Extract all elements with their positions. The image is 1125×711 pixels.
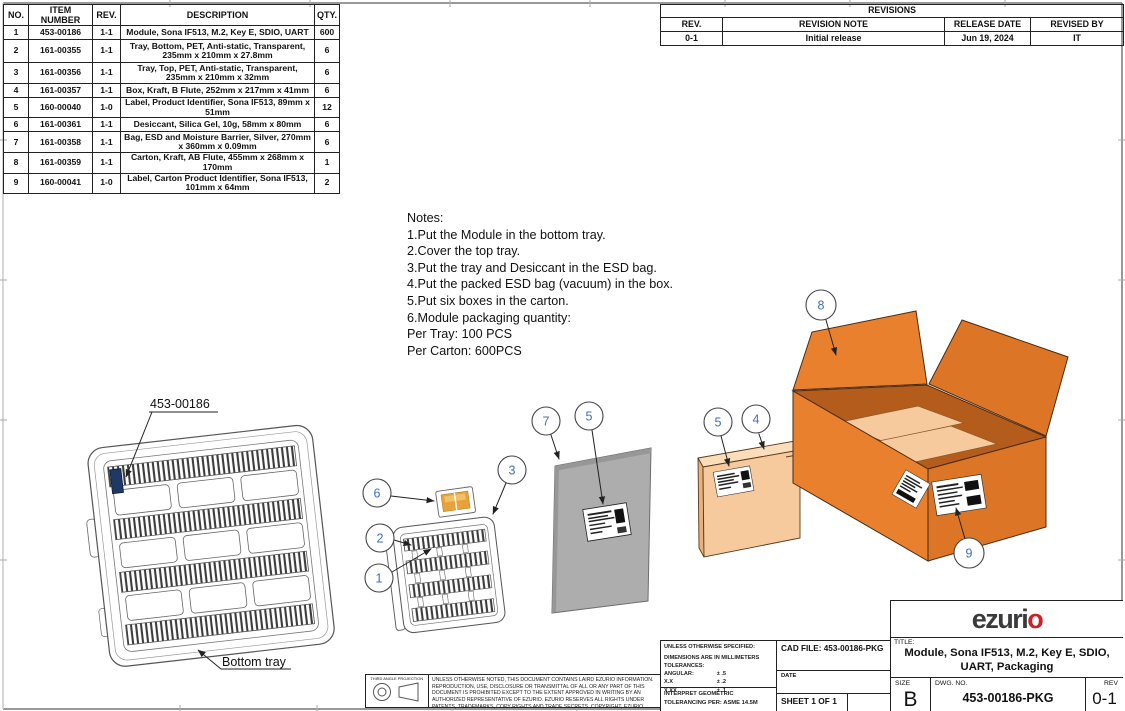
callout-balloons: 6 2 1 3 7	[362, 289, 985, 593]
notes-line: 1.Put the Module in the bottom tray.	[407, 227, 606, 242]
size-value: B	[903, 688, 918, 711]
svg-text:5: 5	[586, 410, 593, 424]
top-tray-drawing	[384, 516, 506, 634]
revision-row: 0-1 Initial release Jun 19, 2024 IT	[660, 31, 1125, 46]
notes-line: 2.Cover the top tray.	[407, 244, 521, 259]
title-label: TITLE:	[894, 639, 915, 646]
carton-drawing	[791, 310, 1069, 562]
bottom-tray-drawing	[86, 424, 335, 667]
box-drawing	[697, 440, 801, 558]
callout-2: 2	[365, 523, 412, 553]
svg-text:9: 9	[966, 547, 973, 561]
col-desc: DESCRIPTION	[120, 3, 315, 27]
spec-line: UNLESS OTHERWISE SPECIFIED:	[664, 644, 755, 650]
part-number-label: 453-00186	[150, 397, 210, 411]
callout-6: 6	[362, 478, 435, 508]
notes-line: Per Tray: 100 PCS	[407, 327, 512, 342]
cad-file-cell: CAD FILE: 453-00186-PKG	[777, 641, 891, 671]
drawing-title: Module, Sona IF513, M.2, Key E, SDIO, UA…	[904, 647, 1110, 673]
spec-line: TOLERANCES:	[664, 663, 705, 670]
projection-symbol-cell: THIRD ANGLE PROJECTION	[366, 675, 429, 707]
callout-8: 8	[805, 289, 838, 356]
parts-table-header: NO. ITEM NUMBER REV. DESCRIPTION QTY.	[3, 3, 340, 27]
dwg-no-cell: DWG. NO. 453-00186-PKG	[931, 678, 1086, 711]
notes-line: 4.Put the packed ESD bag (vacuum) in the…	[407, 277, 674, 292]
carton-front-label	[931, 473, 987, 517]
revisions-header: REV. REVISION NOTE RELEASE DATE REVISED …	[660, 17, 1125, 32]
rev-value: 0-1	[1092, 689, 1117, 708]
notes-line: 6.Module packaging quantity:	[407, 310, 571, 325]
esd-bag-drawing	[551, 447, 652, 614]
sheet-cell: SHEET 1 OF 1	[777, 694, 891, 711]
col-no: NO.	[3, 3, 29, 27]
notes-line: Notes:	[407, 211, 444, 225]
part-number-callout: 453-00186	[125, 397, 218, 478]
third-angle-projection-icon	[373, 682, 419, 702]
sheet-number: SHEET 1 OF 1	[777, 694, 848, 711]
svg-text:1: 1	[376, 572, 383, 586]
svg-text:6: 6	[374, 487, 381, 501]
col-rev: REV.	[92, 3, 121, 27]
notes-line: Per Carton: 600PCS	[407, 343, 522, 358]
size-cell: SIZE B	[891, 678, 931, 711]
callout-4: 4	[741, 404, 771, 450]
date-cell: DATE	[777, 671, 891, 694]
rev-cell: REV 0-1	[1086, 678, 1123, 711]
notes-line: 5.Put six boxes in the carton.	[407, 293, 569, 308]
dwg-number: 453-00186-PKG	[962, 691, 1054, 705]
svg-text:4: 4	[753, 413, 760, 427]
projection-label: THIRD ANGLE PROJECTION	[370, 676, 424, 681]
logo-accent-o: o	[1027, 603, 1044, 634]
bottom-tray-callout: Bottom tray	[197, 649, 291, 670]
box-label	[712, 465, 755, 498]
bottom-tray-label: Bottom tray	[222, 655, 287, 669]
col-item: ITEM NUMBER	[28, 3, 93, 27]
carton-side-label	[891, 469, 931, 509]
tolerance-xx: X.X± .2	[664, 679, 726, 686]
tolerance-spec-cell: UNLESS OTHERWISE SPECIFIED: DIMENSIONS A…	[661, 641, 776, 694]
tolerance-block: UNLESS OTHERWISE SPECIFIED: DIMENSIONS A…	[660, 640, 891, 711]
revisions-title: REVISIONS	[659, 4, 1125, 18]
logo-cell: ezurio	[891, 601, 1123, 638]
title-block: ezurio TITLE: Module, Sona IF513, M.2, K…	[890, 600, 1123, 711]
col-qty: QTY.	[314, 3, 340, 27]
interpret-cell: INTERPRET GEOMETRIC TOLERANCING PER: ASM…	[664, 691, 758, 706]
svg-text:7: 7	[543, 415, 550, 429]
svg-text:2: 2	[377, 532, 384, 546]
callout-3: 3	[492, 455, 527, 515]
legal-text: UNLESS OTHERWISE NOTED, THIS DOCUMENT CO…	[432, 677, 654, 711]
esd-bag-label	[582, 502, 632, 542]
desiccant-drawing	[435, 486, 476, 518]
ezurio-logo: ezurio	[971, 603, 1044, 634]
callout-5-box: 5	[703, 407, 733, 467]
notes-line: 3.Put the tray and Desiccant in the ESD …	[407, 260, 657, 275]
title-cell: TITLE: Module, Sona IF513, M.2, Key E, S…	[891, 638, 1123, 678]
notes-block: Notes: 1.Put the Module in the bottom tr…	[407, 210, 673, 359]
revisions-table: REVISIONS REV. REVISION NOTE RELEASE DAT…	[659, 4, 1125, 46]
callout-7: 7	[531, 406, 561, 460]
svg-text:8: 8	[818, 299, 825, 313]
projection-block: THIRD ANGLE PROJECTION UNLESS OTHERWISE …	[365, 674, 661, 711]
tolerance-xxx: X.XX± .1	[664, 687, 726, 694]
module-in-tray	[109, 468, 124, 495]
callout-1: 1	[364, 548, 432, 593]
tolerance-angular: ANGULAR:± .5	[664, 671, 726, 678]
svg-text:5: 5	[715, 416, 722, 430]
callout-5-bag: 5	[574, 401, 606, 505]
svg-text:3: 3	[509, 464, 516, 478]
callout-9: 9	[953, 507, 985, 569]
spec-line: DIMENSIONS ARE IN MILLIMETERS	[664, 655, 760, 662]
